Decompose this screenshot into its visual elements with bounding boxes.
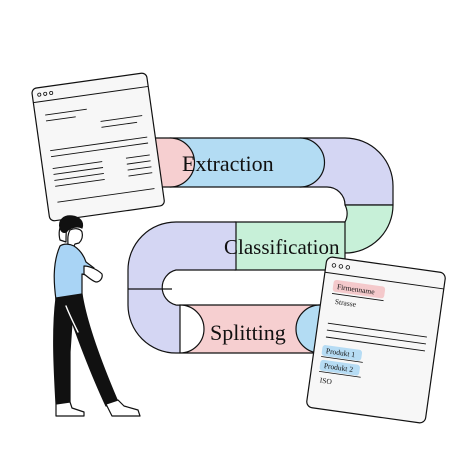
highlight-product-1: [321, 345, 363, 361]
window-dot-icon: [331, 263, 337, 268]
highlight-company: [332, 279, 386, 299]
document-right: Firmenname Strasse Produkt 1 Produkt 2 I…: [306, 256, 446, 424]
person-shoe-left: [55, 401, 85, 417]
person-face: [67, 228, 83, 249]
window-dot-icon: [345, 265, 351, 270]
highlight-product-2: [319, 359, 360, 376]
window-dot-icon: [338, 264, 344, 269]
stage-label-classification: Classification: [224, 235, 340, 259]
person-trouser-crease: [65, 305, 79, 333]
band-splitting: [179, 304, 331, 354]
pipeline: [127, 137, 394, 354]
loop-right-green: [329, 204, 394, 254]
field-street: Strasse: [334, 297, 357, 309]
band-extraction: [169, 137, 326, 188]
person-shirt: [53, 243, 95, 301]
person-illustration: [53, 215, 141, 417]
person-hair: [59, 215, 84, 233]
field-product-1: Produkt 1: [325, 346, 356, 359]
window-dot-icon: [37, 92, 42, 97]
document-left: [31, 72, 165, 222]
loop-left: [127, 221, 237, 354]
field-iso: ISO: [319, 376, 333, 387]
window-dot-icon: [43, 91, 48, 96]
stage-label-extraction: Extraction: [182, 151, 274, 176]
person-hand: [83, 265, 103, 283]
stage-label-splitting: Splitting: [210, 320, 286, 345]
person-trousers: [53, 293, 119, 407]
person-shoe-right: [105, 399, 141, 417]
window-dot-icon: [49, 91, 54, 96]
field-product-2: Produkt 2: [323, 361, 354, 374]
document-right-page: [306, 256, 446, 424]
document-left-page: [31, 72, 165, 222]
